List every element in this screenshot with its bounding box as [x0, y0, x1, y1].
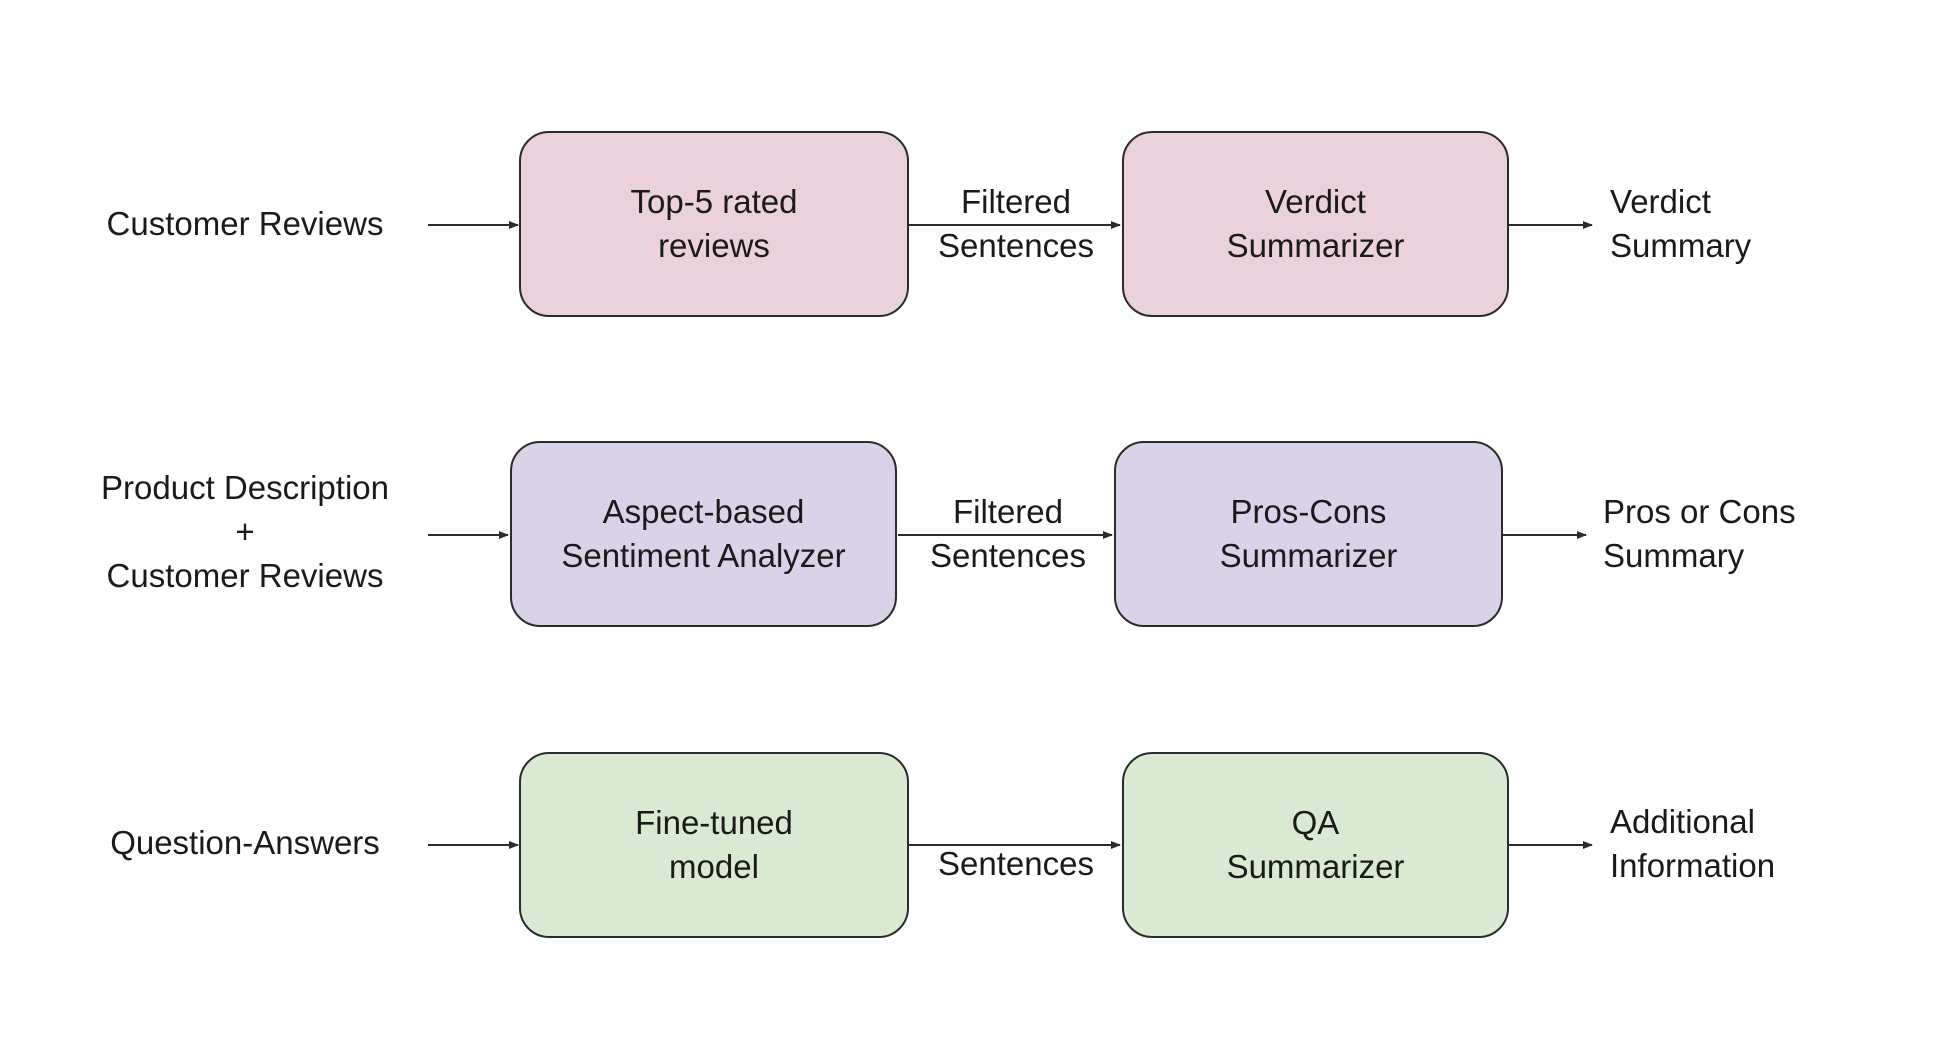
row3-input-label: Question-Answers [110, 824, 380, 861]
row1-input-label: Customer Reviews [106, 205, 384, 242]
row1-output-label: Verdict Summary [1610, 183, 1752, 264]
top5-rated-reviews-box: Top-5 rated reviews [519, 131, 909, 317]
row3-mid-label: Sentences [938, 845, 1094, 882]
row2-input-label: Product Description + Customer Reviews [101, 469, 389, 594]
aspect-based-sentiment-analyzer-box: Aspect-based Sentiment Analyzer [510, 441, 897, 627]
fine-tuned-model-box: Fine-tuned model [519, 752, 909, 938]
row1-mid-label: Filtered Sentences [938, 183, 1094, 264]
qa-summarizer-box: QA Summarizer [1122, 752, 1509, 938]
row2-mid-label: Filtered Sentences [930, 493, 1086, 574]
row3-output-label: Additional Information [1610, 803, 1776, 884]
verdict-summarizer-box: Verdict Summarizer [1122, 131, 1509, 317]
pros-cons-summarizer-box: Pros-Cons Summarizer [1114, 441, 1503, 627]
row2-output-label: Pros or Cons Summary [1603, 493, 1796, 574]
